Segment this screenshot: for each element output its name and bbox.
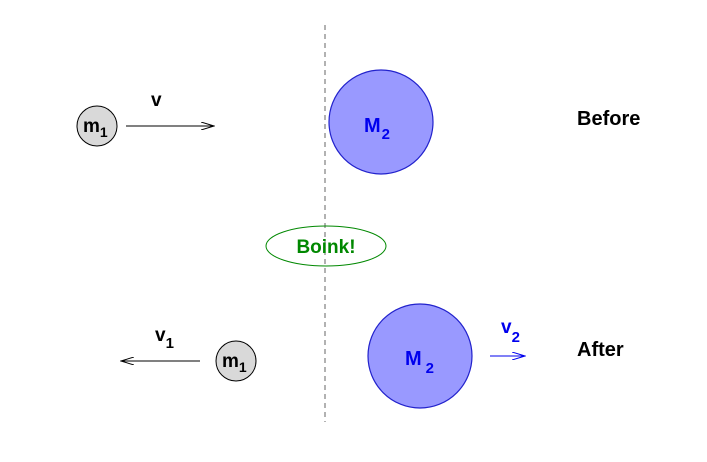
after-caption: After [577,339,624,361]
before-small-ball-label: m [83,116,100,137]
before-small-ball-subscript: 1 [100,124,108,140]
svg-text:M2: M2 [364,115,390,143]
after-small-ball: m1 [215,340,257,382]
after-small-velocity-label: v [155,325,166,346]
before-big-ball-subscript: 2 [382,126,390,143]
svg-text:m1: m1 [222,351,247,375]
before-caption: Before [577,108,640,130]
impact-bubble: Boink! [265,225,387,267]
before-big-ball-label: M [364,115,381,137]
after-big-velocity-text: v2 [501,317,520,346]
before-velocity-label: v [151,90,162,111]
svg-text:M2: M2 [405,348,434,377]
after-small-velocity-subscript: 1 [166,335,174,352]
after-big-ball-label: M [405,348,422,370]
before-big-ball: M2 [328,69,434,175]
after-small-ball-label: m [222,351,239,372]
after-small-velocity-text: v1 [155,325,174,352]
after-big-ball-subscript: 2 [426,360,434,377]
impact-label: Boink! [296,237,355,258]
after-big-velocity-label: v [501,317,512,338]
after-small-ball-subscript: 1 [239,359,247,375]
svg-text:m1: m1 [83,116,108,140]
after-big-velocity-subscript: 2 [512,329,520,346]
before-small-ball: m1 [76,105,118,147]
